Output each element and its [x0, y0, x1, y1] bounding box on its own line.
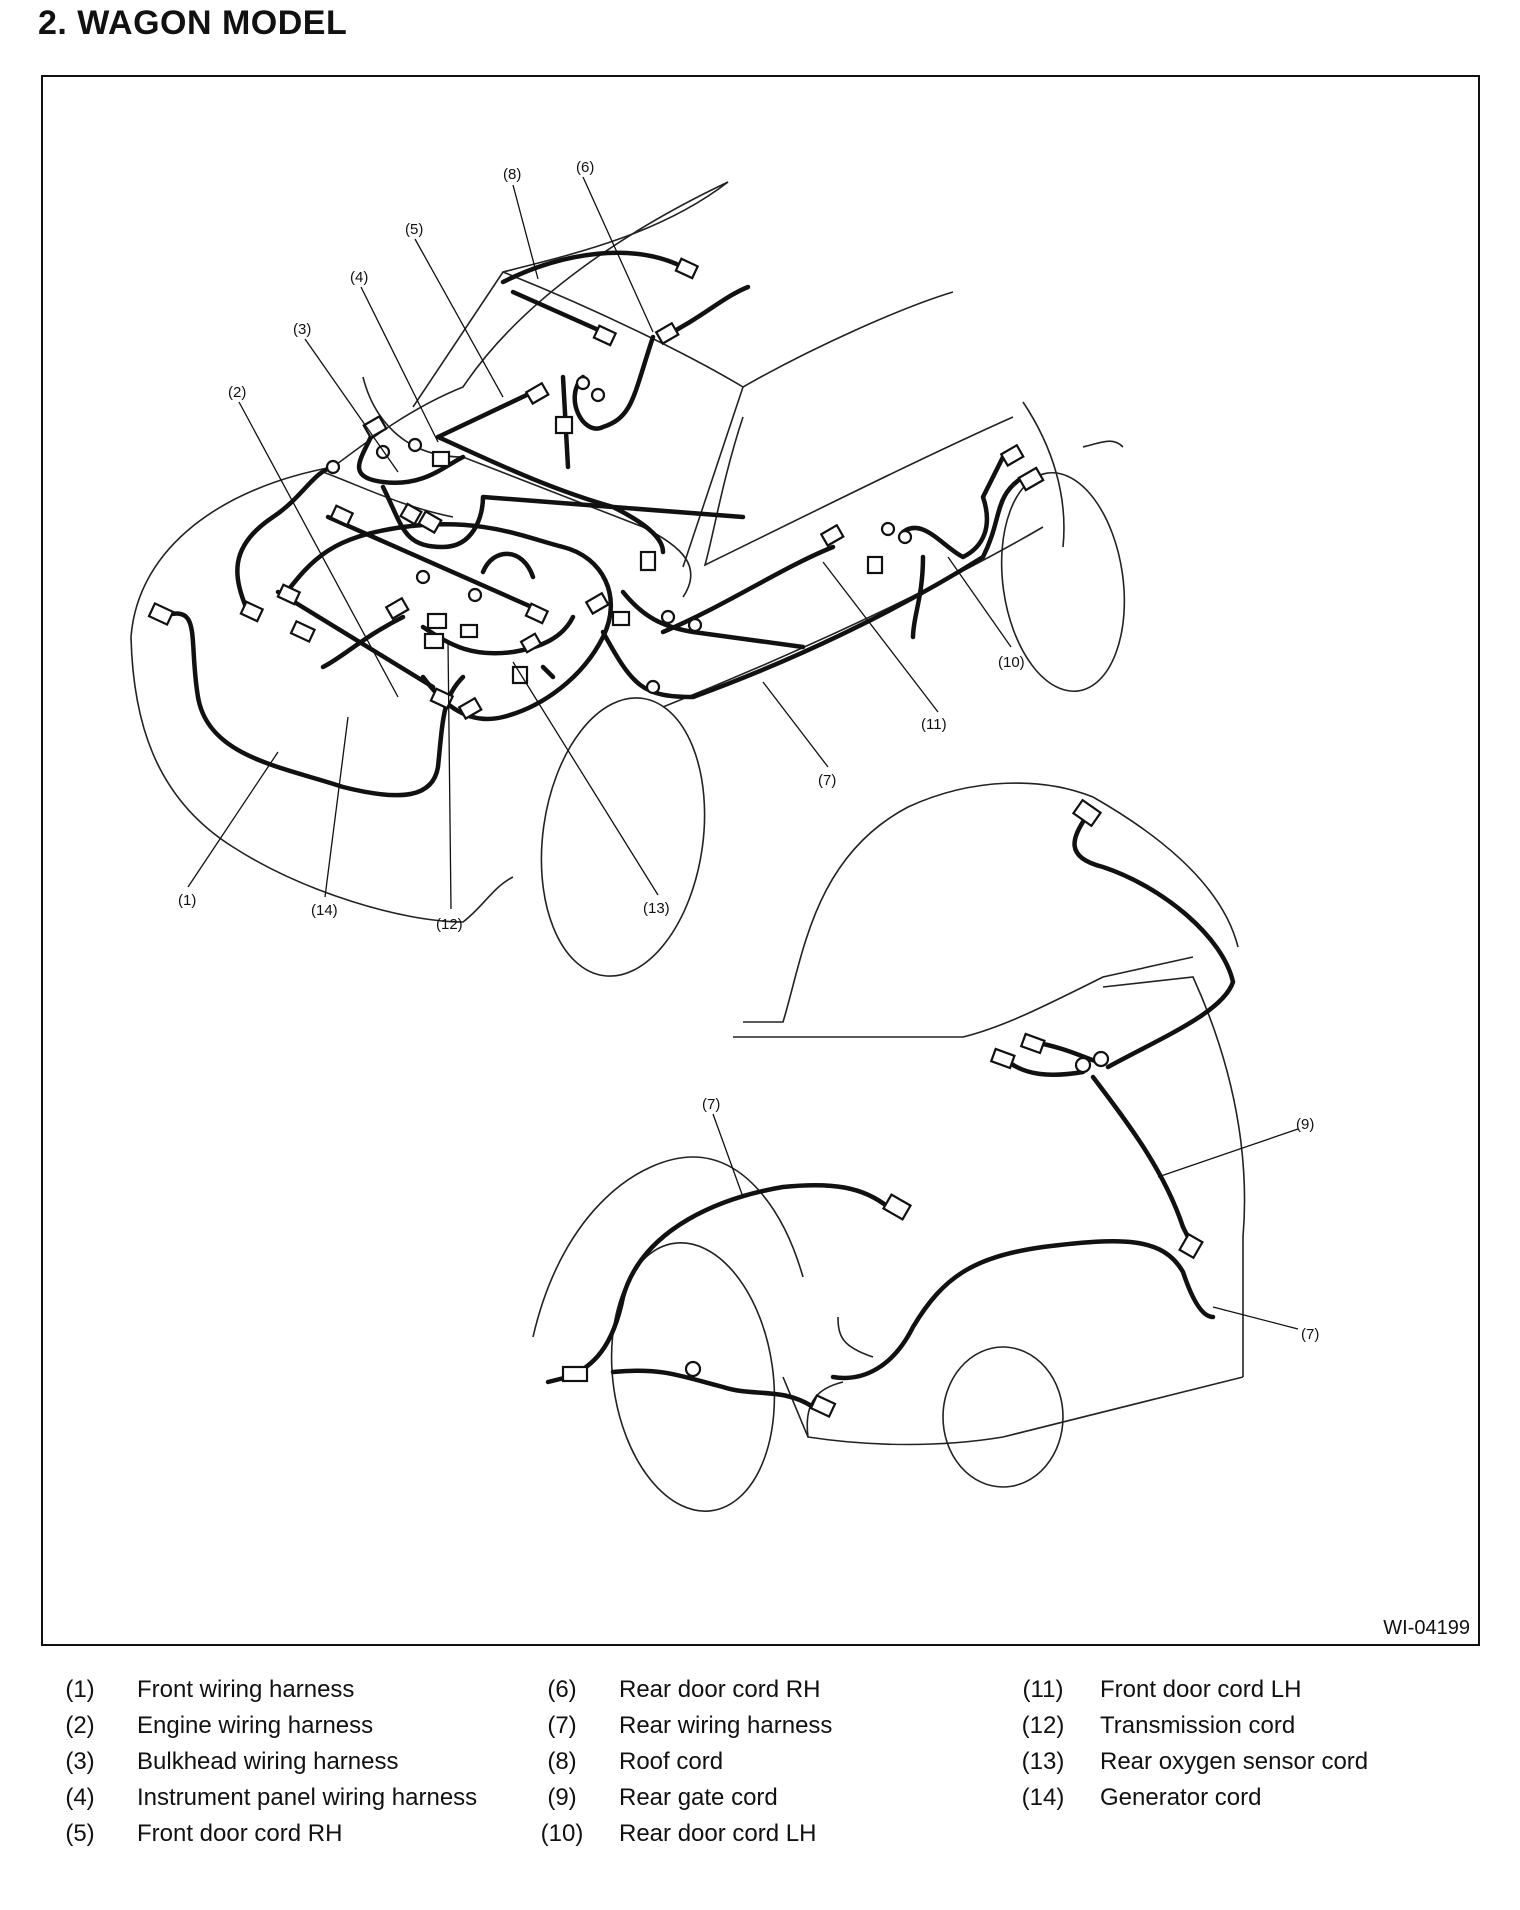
callout-1: (1): [178, 892, 196, 909]
rear-connectors: [561, 798, 1204, 1419]
callout-7b: (7): [702, 1096, 720, 1113]
callout-6: (6): [576, 159, 594, 176]
figure-id: WI-04199: [1383, 1617, 1470, 1639]
callout-11: (11): [921, 716, 947, 733]
legend-num: (6): [547, 1676, 577, 1703]
front-connectors: [147, 257, 1045, 721]
legend-label: Transmission cord: [1100, 1712, 1296, 1739]
rear-clips: [684, 1050, 1110, 1378]
callout-10: (10): [998, 654, 1025, 671]
legend-label: Rear door cord RH: [619, 1676, 821, 1703]
front-leader-lines: [187, 176, 1012, 910]
callout-3: (3): [293, 321, 311, 338]
legend-num: (5): [65, 1820, 95, 1847]
legend-num: (12): [1021, 1712, 1065, 1739]
page-title: 2. WAGON MODEL: [38, 4, 348, 42]
callout-12: (12): [436, 916, 463, 933]
legend-label: Front wiring harness: [137, 1676, 355, 1703]
wiring-diagram: (8) (6) (5) (4) (3) (2) (1) (14) (12) (1…: [130, 159, 1319, 1512]
legend-num: (10): [540, 1820, 584, 1847]
front-harness-wires: [158, 250, 1026, 798]
legend-num: (13): [1021, 1748, 1065, 1775]
legend-label: Roof cord: [619, 1748, 724, 1775]
callout-5: (5): [405, 221, 423, 238]
legend-num: (8): [547, 1748, 577, 1775]
legend-num: (14): [1021, 1784, 1065, 1811]
legend: (1) Front wiring harness (2) Engine wiri…: [0, 1672, 1520, 1872]
front-clips: [325, 375, 913, 695]
legend-label: Bulkhead wiring harness: [137, 1748, 399, 1775]
front-callouts: (8) (6) (5) (4) (3) (2) (1) (14) (12) (1…: [178, 159, 1025, 933]
rear-leader-lines: [712, 1113, 1299, 1330]
legend-label: Rear wiring harness: [619, 1712, 833, 1739]
legend-label: Rear door cord LH: [619, 1820, 817, 1847]
callout-9: (9): [1296, 1116, 1314, 1133]
callout-7a: (7): [818, 772, 836, 789]
wiring-diagram-frame: (8) (6) (5) (4) (3) (2) (1) (14) (12) (1…: [41, 75, 1480, 1646]
legend-num: (1): [65, 1676, 95, 1703]
rear-callouts: (7) (9) (7): [702, 1096, 1319, 1343]
legend-num: (7): [547, 1712, 577, 1739]
legend-label: Generator cord: [1100, 1784, 1262, 1811]
legend-label: Front door cord LH: [1100, 1676, 1302, 1703]
front-car-body-outline: [130, 181, 1126, 977]
callout-8: (8): [503, 166, 521, 183]
legend-num: (4): [65, 1784, 95, 1811]
legend-num: (2): [65, 1712, 95, 1739]
callout-13: (13): [643, 900, 670, 917]
rear-car-body-outline: [532, 782, 1246, 1512]
callout-4: (4): [350, 269, 368, 286]
legend-label: Front door cord RH: [137, 1820, 343, 1847]
legend-label: Engine wiring harness: [137, 1712, 374, 1739]
legend-label: Rear oxygen sensor cord: [1100, 1748, 1369, 1775]
legend-label: Instrument panel wiring harness: [137, 1784, 478, 1811]
legend-num: (11): [1022, 1676, 1064, 1703]
legend-label: Rear gate cord: [619, 1784, 778, 1811]
callout-14: (14): [311, 902, 338, 919]
callout-2: (2): [228, 384, 246, 401]
legend-num: (9): [547, 1784, 577, 1811]
callout-7c: (7): [1301, 1326, 1319, 1343]
legend-num: (3): [65, 1748, 95, 1775]
